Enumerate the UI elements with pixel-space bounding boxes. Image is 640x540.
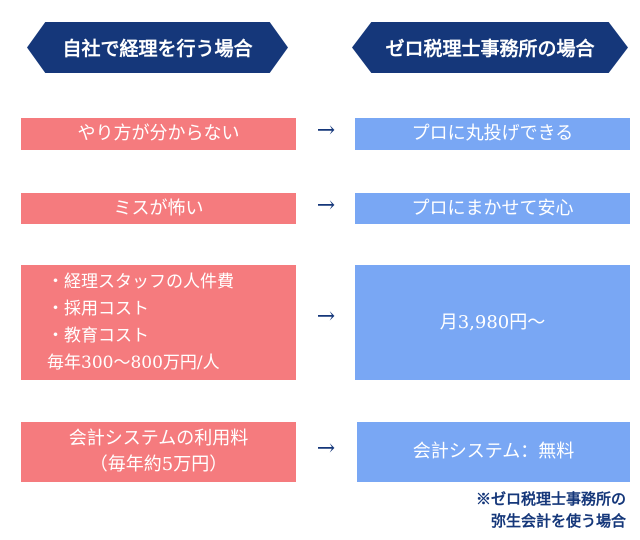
row4-right-text: 会計システム：無料 xyxy=(412,441,575,462)
row1-left-text: やり方が分からない xyxy=(77,123,240,144)
footnote-line2: 弥生会計を使う場合 xyxy=(490,512,626,530)
row3-left-line1: ・経理スタッフの人件費 xyxy=(47,271,234,292)
arrow-icon: → xyxy=(316,436,336,461)
arrow-icon: → xyxy=(316,304,336,329)
row3-right-text: 月3,980円～ xyxy=(439,311,546,333)
row4-left-line1: 会計システムの利用料 xyxy=(68,428,249,449)
arrow-icon: → xyxy=(316,193,336,218)
arrow-icon: → xyxy=(316,118,336,143)
header-zero-tax-office: ゼロ税理士事務所の場合 xyxy=(352,22,628,73)
row4-left-line2: （毎年約5万円） xyxy=(89,454,228,475)
footnote-line1: ※ゼロ税理士事務所の xyxy=(475,490,626,508)
row4-left-box: 会計システムの利用料 （毎年約5万円） xyxy=(21,422,296,482)
row2-right-box: プロにまかせて安心 xyxy=(355,193,630,224)
row3-left-line4: 毎年300～800万円/人 xyxy=(47,352,220,373)
row3-right-box: 月3,980円～ xyxy=(355,265,630,380)
header-self-accounting: 自社で経理を行う場合 xyxy=(27,22,288,73)
row2-left-box: ミスが怖い xyxy=(21,193,296,224)
row4-right-box: 会計システム：無料 xyxy=(357,422,630,482)
row2-right-text: プロにまかせて安心 xyxy=(411,197,574,219)
row3-left-box: ・経理スタッフの人件費 ・採用コスト ・教育コスト 毎年300～800万円/人 xyxy=(21,265,296,380)
row3-left-line2: ・採用コスト xyxy=(47,298,149,319)
row1-left-box: やり方が分からない xyxy=(21,118,296,150)
row1-right-box: プロに丸投げできる xyxy=(355,118,630,150)
row3-left-line3: ・教育コスト xyxy=(47,325,149,346)
row1-right-text: プロに丸投げできる xyxy=(411,123,574,144)
footnote: ※ゼロ税理士事務所の 弥生会計を使う場合 xyxy=(476,488,626,532)
row2-left-text: ミスが怖い xyxy=(113,197,204,219)
